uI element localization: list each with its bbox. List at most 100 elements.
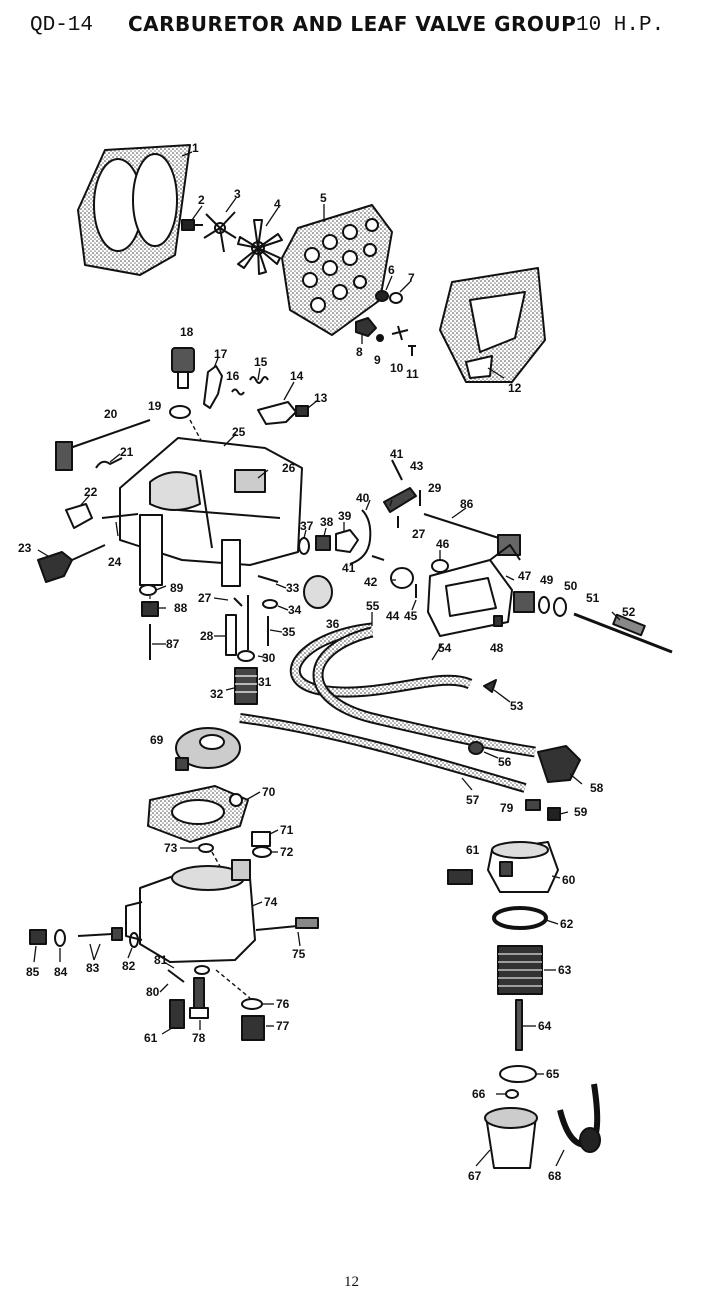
part-89-drawing xyxy=(139,584,157,596)
part-65-drawing xyxy=(499,1065,537,1083)
part-19-washer-drawing xyxy=(169,405,191,419)
part-67-bowl-drawing xyxy=(484,1107,538,1169)
part-70-gasket-drawing xyxy=(147,785,249,843)
part-84-drawing xyxy=(54,929,66,947)
callout-7: 7 xyxy=(408,271,415,285)
callout-38: 38 xyxy=(320,515,334,529)
callout-65: 65 xyxy=(546,1067,560,1081)
part-75-needle-drawing xyxy=(255,917,319,931)
part-11-drawing xyxy=(408,345,416,356)
part-22-plate-drawing xyxy=(65,503,93,529)
callout-28: 28 xyxy=(200,629,214,643)
part-49-spring-drawing xyxy=(513,591,535,613)
part-72-drawing xyxy=(252,846,272,858)
part-26-carburetor-body-drawing xyxy=(119,437,303,587)
callout-64: 64 xyxy=(538,1019,552,1033)
callout-18: 18 xyxy=(180,325,194,339)
part-24-drawing xyxy=(101,513,139,519)
part-64-stud-drawing xyxy=(515,999,523,1051)
callout-80: 80 xyxy=(146,985,160,999)
part-56-drawing xyxy=(468,741,484,755)
callout-49: 49 xyxy=(540,573,554,587)
callout-72: 72 xyxy=(280,845,294,859)
part-78-drawing xyxy=(193,977,205,1009)
part-41-top-drawing xyxy=(391,459,403,481)
part-69-drawing xyxy=(175,727,241,771)
part-66-drawing xyxy=(505,1089,519,1099)
part-34-drawing xyxy=(262,599,278,609)
callout-43: 43 xyxy=(410,459,424,473)
callout-47: 47 xyxy=(518,569,532,583)
part-6-washer-drawing xyxy=(375,290,389,302)
callout-85: 85 xyxy=(26,965,40,979)
callout-25: 25 xyxy=(232,425,246,439)
callout-54: 54 xyxy=(438,641,452,655)
callout-67: 67 xyxy=(468,1169,482,1183)
part-38-drawing xyxy=(315,535,331,551)
part-5-leaf-plate-drawing xyxy=(281,204,393,336)
callout-27-right: 27 xyxy=(412,527,426,541)
callout-22: 22 xyxy=(84,485,98,499)
part-23-lever-drawing xyxy=(37,551,73,583)
callout-17: 17 xyxy=(214,347,228,361)
part-9-drawing xyxy=(376,334,384,342)
callout-56: 56 xyxy=(498,755,512,769)
callout-15: 15 xyxy=(254,355,268,369)
callout-36: 36 xyxy=(326,617,340,631)
callout-24: 24 xyxy=(108,555,122,569)
callout-57: 57 xyxy=(466,793,480,807)
callout-77: 77 xyxy=(276,1019,290,1033)
callout-labels: 1 2 3 4 5 6 7 8 9 10 11 12 13 14 15 16 1… xyxy=(18,141,636,1183)
callout-1: 1 xyxy=(192,141,199,155)
callout-4: 4 xyxy=(274,197,281,211)
callout-23: 23 xyxy=(18,541,32,555)
part-28-drawing xyxy=(225,614,237,656)
callout-63: 63 xyxy=(558,963,572,977)
callout-86: 86 xyxy=(460,497,474,511)
part-57-hose-drawing xyxy=(239,713,527,793)
callout-10: 10 xyxy=(390,361,404,375)
callout-37: 37 xyxy=(300,519,314,533)
callout-13: 13 xyxy=(314,391,328,405)
callout-69: 69 xyxy=(150,733,164,747)
callout-82: 82 xyxy=(122,959,136,973)
part-58-connector-drawing xyxy=(537,745,581,783)
part-81-drawing xyxy=(194,965,210,975)
part-27-left-drawing xyxy=(233,597,243,607)
part-76-drawing xyxy=(241,998,263,1010)
callout-21: 21 xyxy=(120,445,134,459)
part-12-gasket-drawing xyxy=(439,267,546,383)
callout-50: 50 xyxy=(564,579,578,593)
callout-44: 44 xyxy=(386,609,400,623)
part-3-leaf-valve-drawing xyxy=(203,211,237,253)
part-18-fitting-drawing xyxy=(171,347,195,389)
callout-34: 34 xyxy=(288,603,302,617)
callout-14: 14 xyxy=(290,369,304,383)
callout-73: 73 xyxy=(164,841,178,855)
callout-33: 33 xyxy=(286,581,300,595)
callout-61-left: 61 xyxy=(144,1031,158,1045)
callout-83: 83 xyxy=(86,961,100,975)
part-83-drawing xyxy=(77,933,113,937)
part-74-carburetor-bowl-drawing xyxy=(125,859,256,963)
part-50-drawing xyxy=(538,596,550,614)
callout-30: 30 xyxy=(262,651,276,665)
part-47-bracket-drawing xyxy=(427,544,521,637)
parts-drawings xyxy=(29,144,673,1169)
callout-76: 76 xyxy=(276,997,290,1011)
callout-74: 74 xyxy=(264,895,278,909)
part-31-washer-drawing xyxy=(237,650,255,662)
callout-8: 8 xyxy=(356,345,363,359)
callout-79: 79 xyxy=(500,801,514,815)
callout-55: 55 xyxy=(366,599,380,613)
callout-62: 62 xyxy=(560,917,574,931)
leader-lines xyxy=(33,151,621,1167)
page-header: QD-14 CARBURETOR AND LEAF VALVE GROUP 10… xyxy=(0,10,703,44)
page-number: 12 xyxy=(344,1274,359,1290)
part-73-drawing xyxy=(198,843,214,853)
callout-52: 52 xyxy=(622,605,636,619)
part-55-hose-drawing xyxy=(312,626,536,758)
callout-3: 3 xyxy=(234,187,241,201)
part-4-leaf-valve-drawing xyxy=(237,219,283,275)
part-16-drawing xyxy=(231,388,245,396)
